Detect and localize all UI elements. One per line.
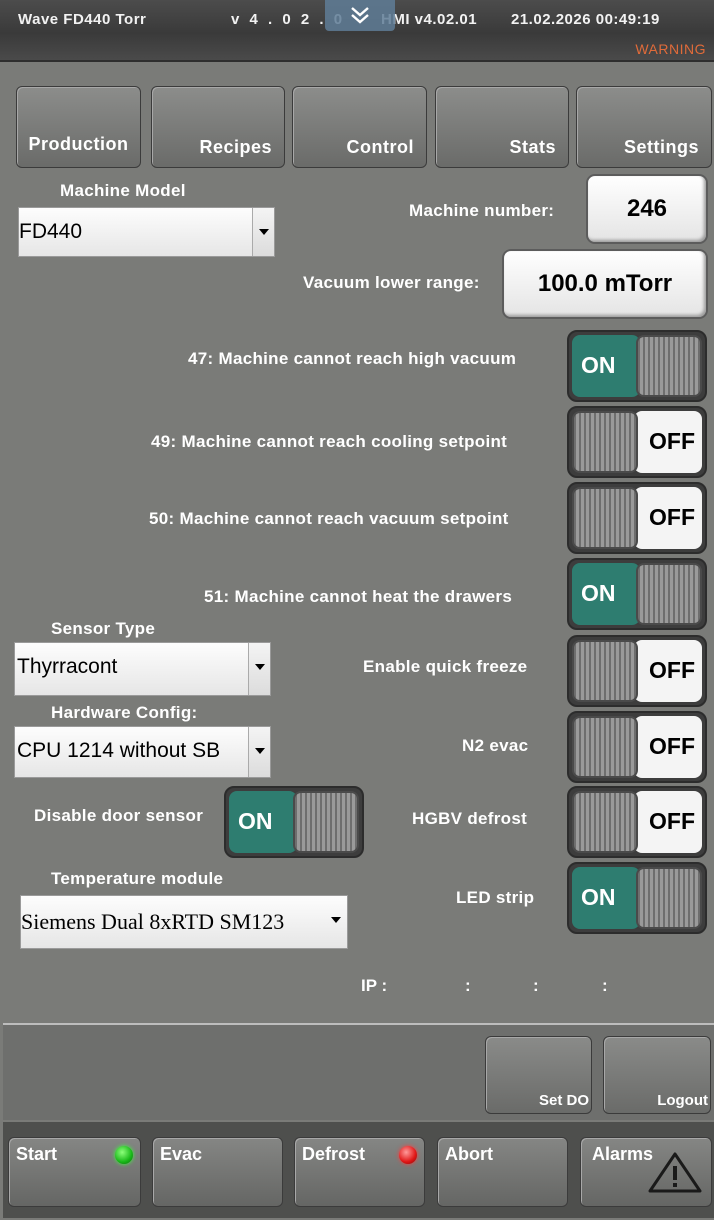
ip-separator: : <box>465 976 471 995</box>
hgbv-defrost-label: HGBV defrost <box>412 809 528 828</box>
abort-button[interactable]: Abort <box>437 1137 568 1207</box>
hmi-version: HMI v4.02.01 <box>381 11 478 28</box>
defrost-label: Defrost <box>302 1144 366 1164</box>
logout-button[interactable]: Logout <box>603 1036 711 1114</box>
alarm-51-label: 51: Machine cannot heat the drawers <box>204 587 513 606</box>
tab-production[interactable]: Production <box>16 86 141 168</box>
temperature-module-value: Siemens Dual 8xRTD SM123 <box>21 909 285 934</box>
machine-number-field[interactable]: 246 <box>586 174 708 244</box>
temperature-module-dropdown[interactable]: Siemens Dual 8xRTD SM123 <box>20 895 348 949</box>
alarm-50-label: 50: Machine cannot reach vacuum setpoint <box>149 509 509 528</box>
door-sensor-toggle[interactable]: ON <box>224 786 364 858</box>
alarm-47-toggle[interactable]: ON <box>567 330 707 402</box>
status-led-red-icon <box>399 1146 417 1164</box>
warning-triangle-icon <box>648 1152 702 1193</box>
alarms-button[interactable]: Alarms <box>580 1137 712 1207</box>
set-do-button[interactable]: Set DO <box>485 1036 592 1114</box>
n2-evac-label: N2 evac <box>462 736 529 755</box>
evac-button[interactable]: Evac <box>152 1137 283 1207</box>
machine-model-value: FD440 <box>19 220 83 243</box>
tab-recipes[interactable]: Recipes <box>151 86 285 168</box>
double-chevron-down-icon[interactable] <box>325 0 395 31</box>
machine-model-label: Machine Model <box>60 181 186 200</box>
quick-freeze-label: Enable quick freeze <box>363 657 528 676</box>
defrost-button[interactable]: Defrost <box>294 1137 425 1207</box>
ip-separator: : <box>602 976 608 995</box>
vacuum-lower-range-field[interactable]: 100.0 mTorr <box>502 249 708 319</box>
sensor-type-value: Thyrracont <box>17 655 118 678</box>
dropdown-arrow-icon[interactable] <box>248 727 270 777</box>
n2-evac-toggle[interactable]: OFF <box>567 711 707 783</box>
alarm-49-toggle[interactable]: OFF <box>567 406 707 478</box>
alarm-47-label: 47: Machine cannot reach high vacuum <box>188 349 517 368</box>
alarm-50-toggle[interactable]: OFF <box>567 482 707 554</box>
alarm-51-toggle[interactable]: ON <box>567 558 707 630</box>
warning-indicator: WARNING <box>635 41 706 57</box>
evac-label: Evac <box>160 1144 203 1164</box>
machine-title: Wave FD440 Torr <box>18 11 147 28</box>
dropdown-arrow-icon[interactable] <box>252 208 274 256</box>
machine-number-label: Machine number: <box>409 201 555 220</box>
abort-label: Abort <box>445 1144 493 1164</box>
vacuum-lower-range-label: Vacuum lower range: <box>303 273 480 292</box>
door-sensor-label: Disable door sensor <box>34 806 204 825</box>
hgbv-defrost-toggle[interactable]: OFF <box>567 786 707 858</box>
status-led-green-icon <box>115 1146 133 1164</box>
led-strip-label: LED strip <box>456 888 535 907</box>
led-strip-toggle[interactable]: ON <box>567 862 707 934</box>
sensor-type-dropdown[interactable]: Thyrracont <box>14 642 271 696</box>
alarm-49-label: 49: Machine cannot reach cooling setpoin… <box>151 432 508 451</box>
dropdown-arrow-icon[interactable] <box>325 896 347 948</box>
sensor-type-label: Sensor Type <box>51 619 156 638</box>
dropdown-arrow-icon[interactable] <box>248 643 270 695</box>
temperature-module-label: Temperature module <box>51 869 224 888</box>
tab-settings[interactable]: Settings <box>576 86 712 168</box>
status-header: Wave FD440 Torr v 4 . 0 2 . 0 HMI v4.02.… <box>0 0 714 62</box>
quick-freeze-toggle[interactable]: OFF <box>567 635 707 707</box>
plc-version: v 4 . 0 2 . 0 <box>231 11 346 28</box>
date-time: 21.02.2026 00:49:19 <box>511 11 660 28</box>
hardware-config-label: Hardware Config: <box>51 703 198 722</box>
alarms-label: Alarms <box>592 1144 654 1164</box>
hardware-config-dropdown[interactable]: CPU 1214 without SB <box>14 726 271 778</box>
tab-stats[interactable]: Stats <box>435 86 569 168</box>
start-label: Start <box>16 1144 58 1164</box>
start-button[interactable]: Start <box>8 1137 141 1207</box>
machine-model-dropdown[interactable]: FD440 <box>18 207 275 257</box>
hardware-config-value: CPU 1214 without SB <box>17 739 221 762</box>
action-panel <box>3 1023 714 1120</box>
ip-label: IP : <box>361 976 388 995</box>
ip-separator: : <box>533 976 539 995</box>
tab-control[interactable]: Control <box>292 86 427 168</box>
